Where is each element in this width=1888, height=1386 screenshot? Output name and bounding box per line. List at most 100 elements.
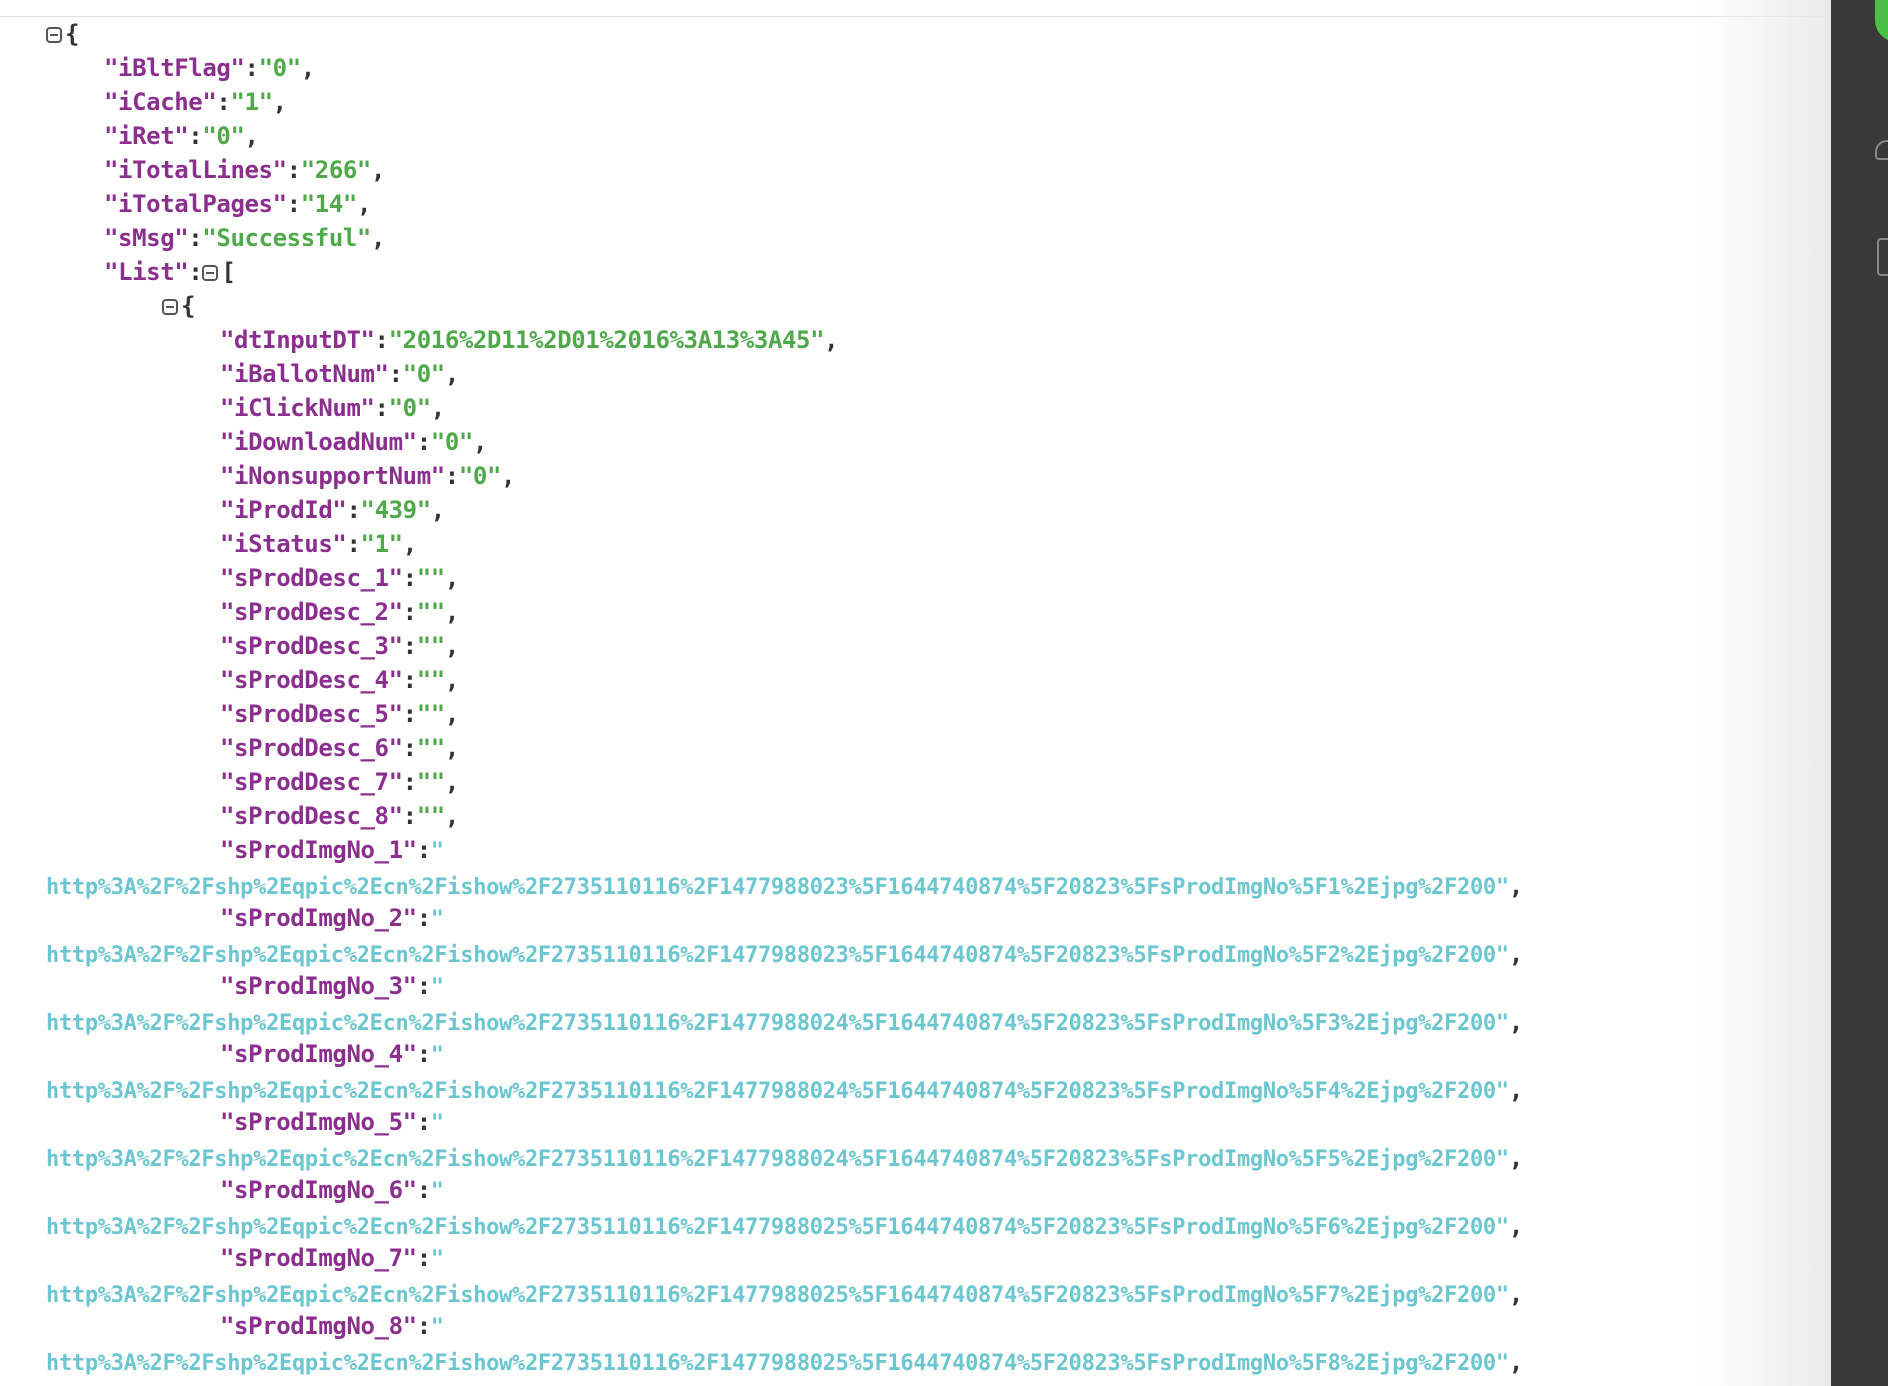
- json-value-sprodimgno-6: http%3A%2F%2Fshp%2Eqpic%2Ecn%2Fishow%2F2…: [46, 1212, 1523, 1240]
- json-key: "iCache": [104, 88, 217, 116]
- json-key: "sProdDesc_2": [220, 598, 403, 626]
- json-key-sprodimgno-7: "sProdImgNo_7":": [220, 1244, 444, 1272]
- json-key: "sProdDesc_6": [220, 734, 403, 762]
- json-key: "sProdImgNo_7": [220, 1244, 417, 1272]
- json-entry-sproddesc-8: "sProdDesc_8":"",: [220, 802, 459, 830]
- json-key: "sMsg": [104, 224, 189, 252]
- json-value: "439": [360, 496, 432, 524]
- json-entry-sproddesc-5: "sProdDesc_5":"",: [220, 700, 459, 728]
- json-entry-inonsupportnum: "iNonsupportNum":"0",: [220, 462, 516, 490]
- json-entry-icache: "iCache":"1",: [104, 88, 287, 116]
- json-entry-iballotnum: "iBallotNum":"0",: [220, 360, 459, 388]
- json-value-sprodimgno-5: http%3A%2F%2Fshp%2Eqpic%2Ecn%2Fishow%2F2…: [46, 1144, 1523, 1172]
- json-entry-iret: "iRet":"0",: [104, 122, 259, 150]
- json-key: "sProdImgNo_4": [220, 1040, 417, 1068]
- json-value: "1": [360, 530, 404, 558]
- json-entry-sproddesc-4: "sProdDesc_4":"",: [220, 666, 459, 694]
- json-key-sprodimgno-5: "sProdImgNo_5":": [220, 1108, 444, 1136]
- json-url-value: http%3A%2F%2Fshp%2Eqpic%2Ecn%2Fishow%2F2…: [46, 943, 1496, 968]
- json-value: "266": [300, 156, 372, 184]
- json-value: "0": [430, 428, 474, 456]
- json-entry-iprodid: "iProdId":"439",: [220, 496, 445, 524]
- json-url-value: http%3A%2F%2Fshp%2Eqpic%2Ecn%2Fishow%2F2…: [46, 1079, 1496, 1104]
- json-key: "iRet": [104, 122, 189, 150]
- json-url-value: http%3A%2F%2Fshp%2Eqpic%2Ecn%2Fishow%2F2…: [46, 1011, 1496, 1036]
- json-key: "iTotalLines": [104, 156, 287, 184]
- json-entry-sproddesc-7: "sProdDesc_7":"",: [220, 768, 459, 796]
- json-entry-idownloadnum: "iDownloadNum":"0",: [220, 428, 488, 456]
- json-value: "Successful": [202, 224, 371, 252]
- collapse-toggle-icon[interactable]: [46, 27, 62, 43]
- json-value: "0": [258, 54, 302, 82]
- json-url-value: http%3A%2F%2Fshp%2Eqpic%2Ecn%2Fishow%2F2…: [46, 1351, 1496, 1376]
- json-value-sprodimgno-1: http%3A%2F%2Fshp%2Eqpic%2Ecn%2Fishow%2F2…: [46, 872, 1523, 900]
- json-key: "sProdDesc_1": [220, 564, 403, 592]
- json-value: "1": [230, 88, 273, 116]
- cloud-icon[interactable]: [1875, 140, 1888, 160]
- json-key: "sProdImgNo_8": [220, 1312, 417, 1340]
- json-value: "0": [388, 394, 432, 422]
- collapse-toggle-icon[interactable]: [202, 265, 219, 281]
- json-value: "": [416, 632, 446, 660]
- json-key: "sProdImgNo_2": [220, 904, 417, 932]
- json-key: "sProdDesc_7": [220, 768, 403, 796]
- json-value: "": [416, 768, 446, 796]
- json-entry-sproddesc-1: "sProdDesc_1":"",: [220, 564, 459, 592]
- json-key: "sProdImgNo_6": [220, 1176, 417, 1204]
- json-value: "": [416, 802, 446, 830]
- json-value: "": [416, 598, 446, 626]
- json-key: "iTotalPages": [104, 190, 287, 218]
- json-value: "0": [458, 462, 502, 490]
- collapse-toggle-icon[interactable]: [162, 299, 178, 315]
- right-edge-shadow: [1700, 0, 1831, 1386]
- json-key: "sProdDesc_5": [220, 700, 403, 728]
- json-entry-itotalpages: "iTotalPages":"14",: [104, 190, 371, 218]
- json-key: "iBltFlag": [104, 54, 245, 82]
- json-value-sprodimgno-7: http%3A%2F%2Fshp%2Eqpic%2Ecn%2Fishow%2F2…: [46, 1280, 1523, 1308]
- json-value: "0": [402, 360, 446, 388]
- list-item-open-line: {: [162, 289, 195, 323]
- json-url-value: http%3A%2F%2Fshp%2Eqpic%2Ecn%2Fishow%2F2…: [46, 1283, 1496, 1308]
- json-value: "2016%2D11%2D01%2016%3A13%3A45": [388, 326, 825, 354]
- json-key: "sProdImgNo_1": [220, 836, 417, 864]
- json-key-sprodimgno-8: "sProdImgNo_8":": [220, 1312, 444, 1340]
- json-viewer: { "iBltFlag":"0", "iCache":"1", "iRet":"…: [0, 0, 1831, 1386]
- json-key: "List": [104, 258, 189, 286]
- json-key-sprodimgno-6: "sProdImgNo_6":": [220, 1176, 444, 1204]
- json-key-sprodimgno-4: "sProdImgNo_4":": [220, 1040, 444, 1068]
- right-sidebar: [1831, 0, 1888, 1386]
- json-key: "iClickNum": [220, 394, 375, 422]
- json-value-sprodimgno-3: http%3A%2F%2Fshp%2Eqpic%2Ecn%2Fishow%2F2…: [46, 1008, 1523, 1036]
- json-key: "iDownloadNum": [220, 428, 417, 456]
- root-open-line: {: [46, 17, 79, 51]
- json-url-value: http%3A%2F%2Fshp%2Eqpic%2Ecn%2Fishow%2F2…: [46, 1215, 1496, 1240]
- json-value: "0": [202, 122, 245, 150]
- json-key-sprodimgno-1: "sProdImgNo_1":": [220, 836, 444, 864]
- json-key: "iProdId": [220, 496, 347, 524]
- json-key: "sProdDesc_4": [220, 666, 403, 694]
- json-key-sprodimgno-2: "sProdImgNo_2":": [220, 904, 444, 932]
- box-icon[interactable]: [1877, 238, 1888, 276]
- json-url-value: http%3A%2F%2Fshp%2Eqpic%2Ecn%2Fishow%2F2…: [46, 875, 1496, 900]
- json-entry-smsg: "sMsg":"Successful",: [104, 224, 386, 252]
- json-value-sprodimgno-4: http%3A%2F%2Fshp%2Eqpic%2Ecn%2Fishow%2F2…: [46, 1076, 1523, 1104]
- json-entry-sproddesc-6: "sProdDesc_6":"",: [220, 734, 459, 762]
- json-key: "dtInputDT": [220, 326, 375, 354]
- json-entry-iclicknum: "iClickNum":"0",: [220, 394, 445, 422]
- chat-app-icon[interactable]: [1875, 0, 1888, 42]
- json-entry-sproddesc-2: "sProdDesc_2":"",: [220, 598, 459, 626]
- json-entry-dtinputdt: "dtInputDT":"2016%2D11%2D01%2016%3A13%3A…: [220, 326, 839, 354]
- json-key: "iStatus": [220, 530, 347, 558]
- json-entry-sproddesc-3: "sProdDesc_3":"",: [220, 632, 459, 660]
- json-key: "sProdDesc_8": [220, 802, 403, 830]
- json-url-value: http%3A%2F%2Fshp%2Eqpic%2Ecn%2Fishow%2F2…: [46, 1147, 1496, 1172]
- json-key: "iNonsupportNum": [220, 462, 445, 490]
- json-value-sprodimgno-2: http%3A%2F%2Fshp%2Eqpic%2Ecn%2Fishow%2F2…: [46, 940, 1523, 968]
- json-key: "iBallotNum": [220, 360, 389, 388]
- json-value: "14": [300, 190, 358, 218]
- json-key: "sProdImgNo_5": [220, 1108, 417, 1136]
- json-key: "sProdDesc_3": [220, 632, 403, 660]
- json-key: "sProdImgNo_3": [220, 972, 417, 1000]
- json-entry-itotallines: "iTotalLines":"266",: [104, 156, 386, 184]
- json-entry-ibltflag: "iBltFlag":"0",: [104, 54, 315, 82]
